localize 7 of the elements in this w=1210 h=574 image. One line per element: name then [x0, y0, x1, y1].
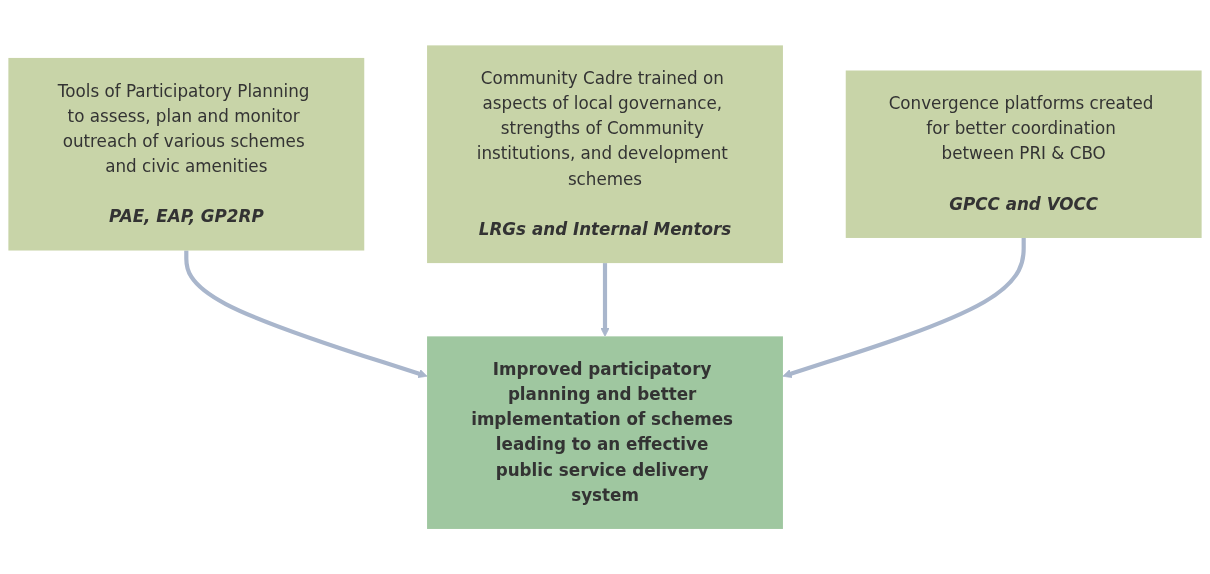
node-box: Tools of Participatory Planning to assess, plan and monitor outreach of various schemes and civic amenities PAE, EAP, GP2RP [8, 57, 365, 251]
node-box: Convergence platforms created for better coordination between PRI & CBO GPCC and VOCC [845, 70, 1202, 238]
arrow [600, 262, 610, 337]
node-box: Community Cadre trained on aspects of local governance, strengths of Community institutions, and development schemes LRGs and Internal Mentors [427, 45, 783, 263]
arrow [782, 237, 1026, 378]
arrow [184, 250, 428, 378]
node-box: Improved participatory planning and better implementation of schemes leading to an effective public service delivery system [427, 336, 783, 529]
